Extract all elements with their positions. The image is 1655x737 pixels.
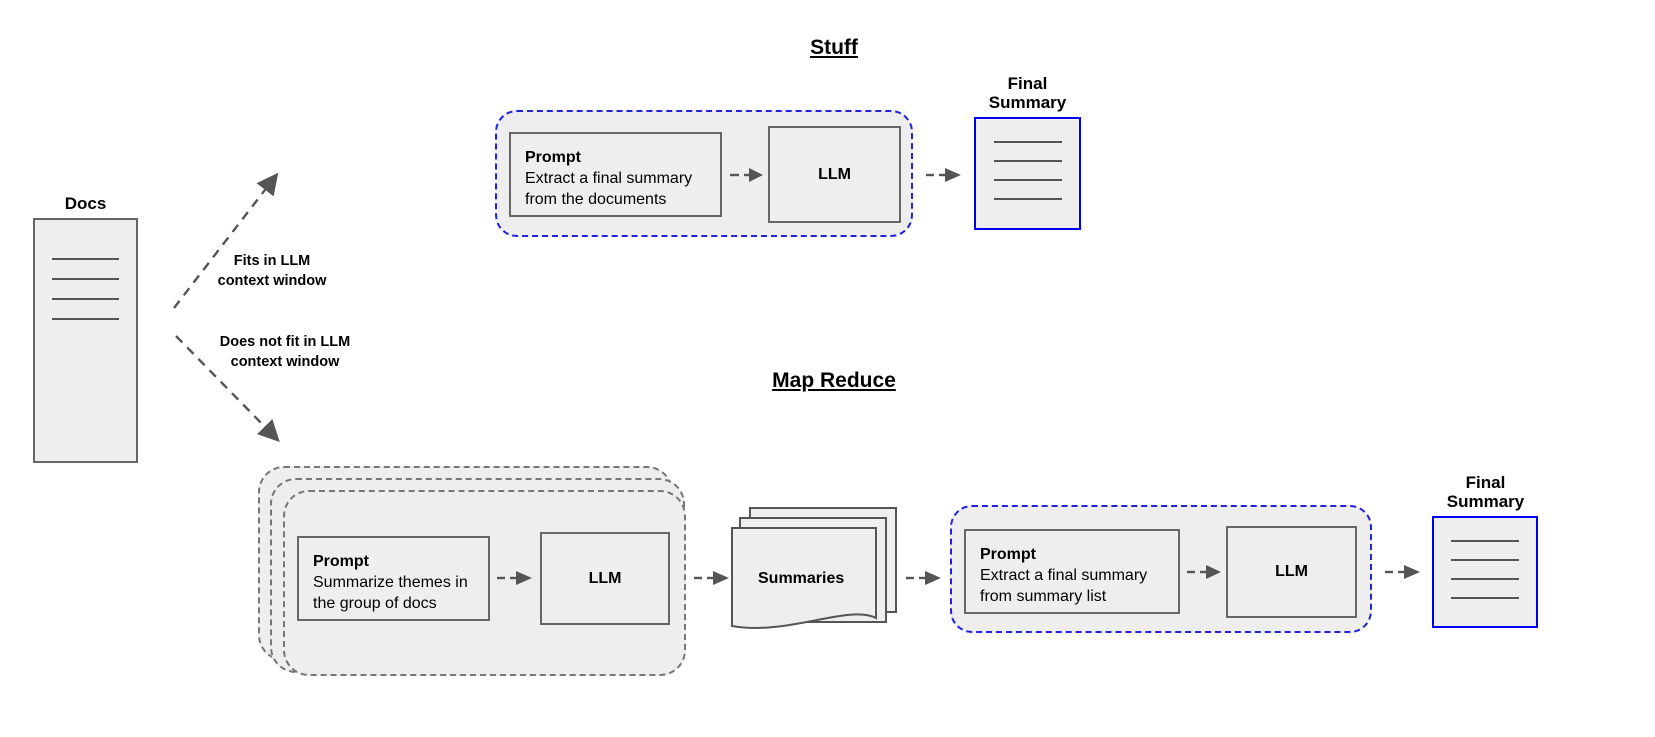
- summary-line: [1451, 559, 1519, 561]
- reduce-prompt-heading: Prompt: [980, 546, 1036, 563]
- docs-label: Docs: [64, 194, 107, 213]
- docs-line: [52, 318, 119, 320]
- section-title-map-reduce: Map Reduce: [772, 369, 896, 392]
- arrow-stuff-to-final-summary: [926, 168, 961, 182]
- stuff-final-summary-box: [974, 117, 1081, 230]
- arrow-map-to-summaries: [694, 571, 729, 585]
- summary-line: [993, 179, 1062, 181]
- stuff-prompt-line2: from the documents: [525, 191, 667, 209]
- docs-line: [52, 298, 119, 300]
- reduce-prompt-node: Prompt Extract a final summary from summ…: [964, 529, 1180, 614]
- stuff-final-summary-lines: [976, 141, 1079, 200]
- stuff-prompt-heading: Prompt: [525, 149, 581, 166]
- reduce-llm-label: LLM: [1275, 563, 1308, 580]
- reduce-final-summary-label-line2: Summary: [1446, 492, 1525, 512]
- stuff-final-summary-label-line2: Summary: [988, 93, 1067, 113]
- arrow-reduce-prompt-to-llm: [1187, 565, 1221, 579]
- reduce-final-summary-box: [1432, 516, 1538, 628]
- stuff-llm-node: LLM: [768, 126, 901, 223]
- arrow-reduce-to-final-summary: [1385, 565, 1420, 579]
- docs-box: [33, 218, 138, 463]
- summaries-sheet-front: [731, 527, 877, 629]
- section-title-stuff: Stuff: [810, 36, 858, 59]
- docs-lines: [35, 258, 136, 320]
- reduce-final-summary-lines: [1434, 540, 1536, 599]
- summaries-label: Summaries: [758, 570, 845, 587]
- reduce-prompt-line1: Extract a final summary: [980, 567, 1148, 585]
- docs-line: [52, 278, 119, 280]
- summary-line: [1451, 597, 1519, 599]
- branch-label-nofit-line1: Does not fit in LLM: [219, 334, 351, 350]
- arrow-stuff-prompt-to-llm: [730, 168, 763, 182]
- reduce-llm-node: LLM: [1226, 526, 1357, 618]
- arrow-summaries-to-reduce: [906, 571, 941, 585]
- branch-label-nofit-line2: context window: [230, 353, 340, 370]
- branch-label-fits: Fits in LLM context window: [188, 252, 356, 291]
- summary-line: [993, 160, 1062, 162]
- stuff-final-summary-label: Final Summary: [960, 74, 1095, 112]
- branch-arrow-does-not-fit: [175, 335, 280, 443]
- summary-line: [1451, 540, 1519, 542]
- branch-label-fits-line2: context window: [217, 272, 327, 289]
- arrow-map-prompt-to-llm: [497, 571, 532, 585]
- map-llm-label: LLM: [588, 569, 622, 587]
- stuff-final-summary-label-line1: Final: [1007, 74, 1048, 93]
- branch-arrow-fits: [173, 172, 279, 309]
- docs-line: [52, 258, 119, 260]
- map-prompt-line1: Summarize themes in: [313, 574, 468, 592]
- branch-label-fits-line1: Fits in LLM: [233, 253, 311, 269]
- reduce-prompt-line2: from summary list: [980, 588, 1107, 606]
- reduce-final-summary-label-line1: Final: [1465, 473, 1506, 492]
- summary-line: [993, 198, 1062, 200]
- map-prompt-node: Prompt Summarize themes in the group of …: [297, 536, 490, 621]
- map-llm-node: LLM: [540, 532, 670, 625]
- stuff-prompt-node: Prompt Extract a final summary from the …: [509, 132, 722, 217]
- summaries-stack: Summaries: [728, 500, 903, 635]
- stuff-llm-label: LLM: [818, 165, 851, 183]
- stuff-prompt-line1: Extract a final summary: [525, 170, 693, 188]
- summary-line: [993, 141, 1062, 143]
- map-prompt-heading: Prompt: [313, 553, 369, 570]
- map-prompt-line2: the group of docs: [313, 595, 437, 613]
- branch-label-does-not-fit: Does not fit in LLM context window: [185, 333, 385, 372]
- summary-line: [1451, 578, 1519, 580]
- reduce-final-summary-label: Final Summary: [1418, 473, 1553, 511]
